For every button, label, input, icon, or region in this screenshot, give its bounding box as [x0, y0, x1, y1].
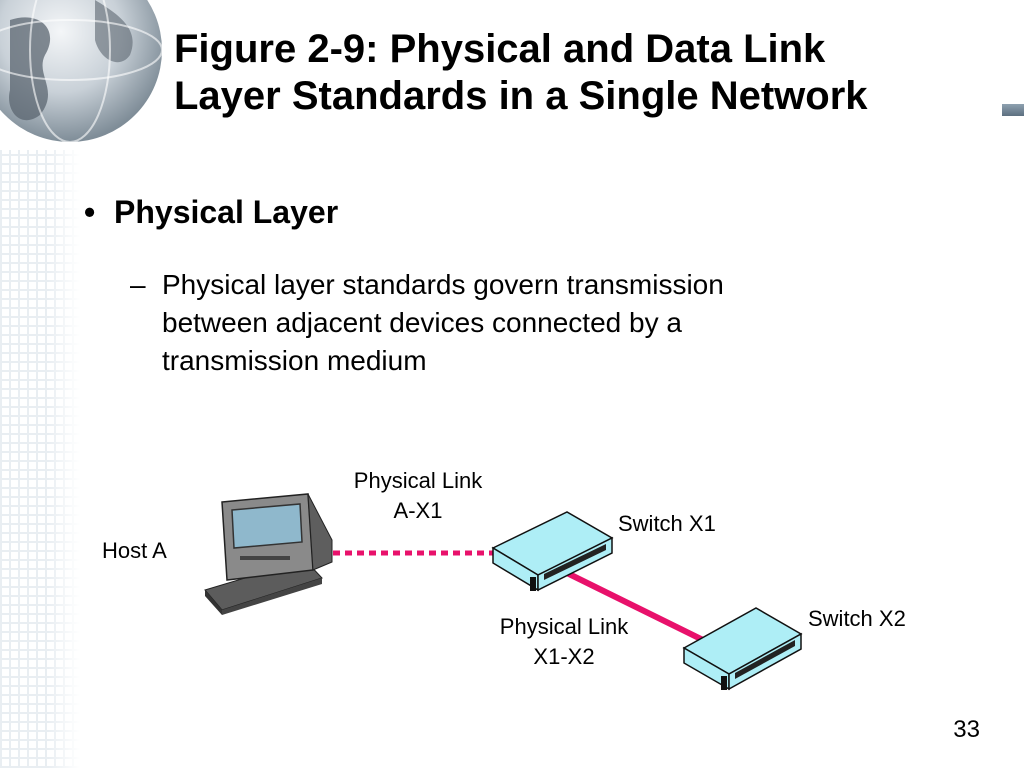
- sub-line-2: between adjacent devices connected by a: [162, 307, 682, 338]
- link-x1-x2-label: Physical Link X1-X2: [476, 612, 652, 672]
- switch-x2-label: Switch X2: [808, 606, 906, 631]
- link-x1-x2-label-line2: X1-X2: [533, 644, 595, 669]
- switch-x1-label: Switch X1: [618, 511, 716, 536]
- computer-icon: [204, 493, 333, 615]
- slide-title: Figure 2-9: Physical and Data Link Layer…: [174, 26, 994, 120]
- host-a-label: Host A: [102, 538, 167, 563]
- bullet-heading: Physical Layer: [114, 194, 339, 230]
- decorative-bar: [1002, 104, 1024, 116]
- switch-x2-device: [682, 607, 803, 691]
- page-number: 33: [953, 716, 980, 743]
- link-x1-x2-line: [565, 570, 705, 643]
- globe-icon: [0, 0, 163, 143]
- sub-text: Physical layer standards govern transmis…: [162, 266, 890, 380]
- background-pattern: [0, 150, 80, 768]
- link-a-x1-label-line1: Physical Link: [353, 468, 483, 493]
- bullet-symbol: •: [84, 194, 96, 230]
- sub-line-1: Physical layer standards govern transmis…: [162, 269, 724, 300]
- link-a-x1-label: Physical Link A-X1: [330, 466, 506, 526]
- bullet-item: • Physical Layer: [84, 194, 338, 231]
- title-line-2: Layer Standards in a Single Network: [174, 74, 868, 118]
- sub-dash: –: [130, 269, 146, 300]
- switch-x1-device: [491, 511, 614, 592]
- link-x1-x2-label-line1: Physical Link: [499, 614, 629, 639]
- sub-point: – Physical layer standards govern transm…: [130, 266, 890, 380]
- link-a-x1-label-line2: A-X1: [393, 498, 443, 523]
- title-line-1: Figure 2-9: Physical and Data Link: [174, 27, 826, 71]
- sub-line-3: transmission medium: [162, 345, 427, 376]
